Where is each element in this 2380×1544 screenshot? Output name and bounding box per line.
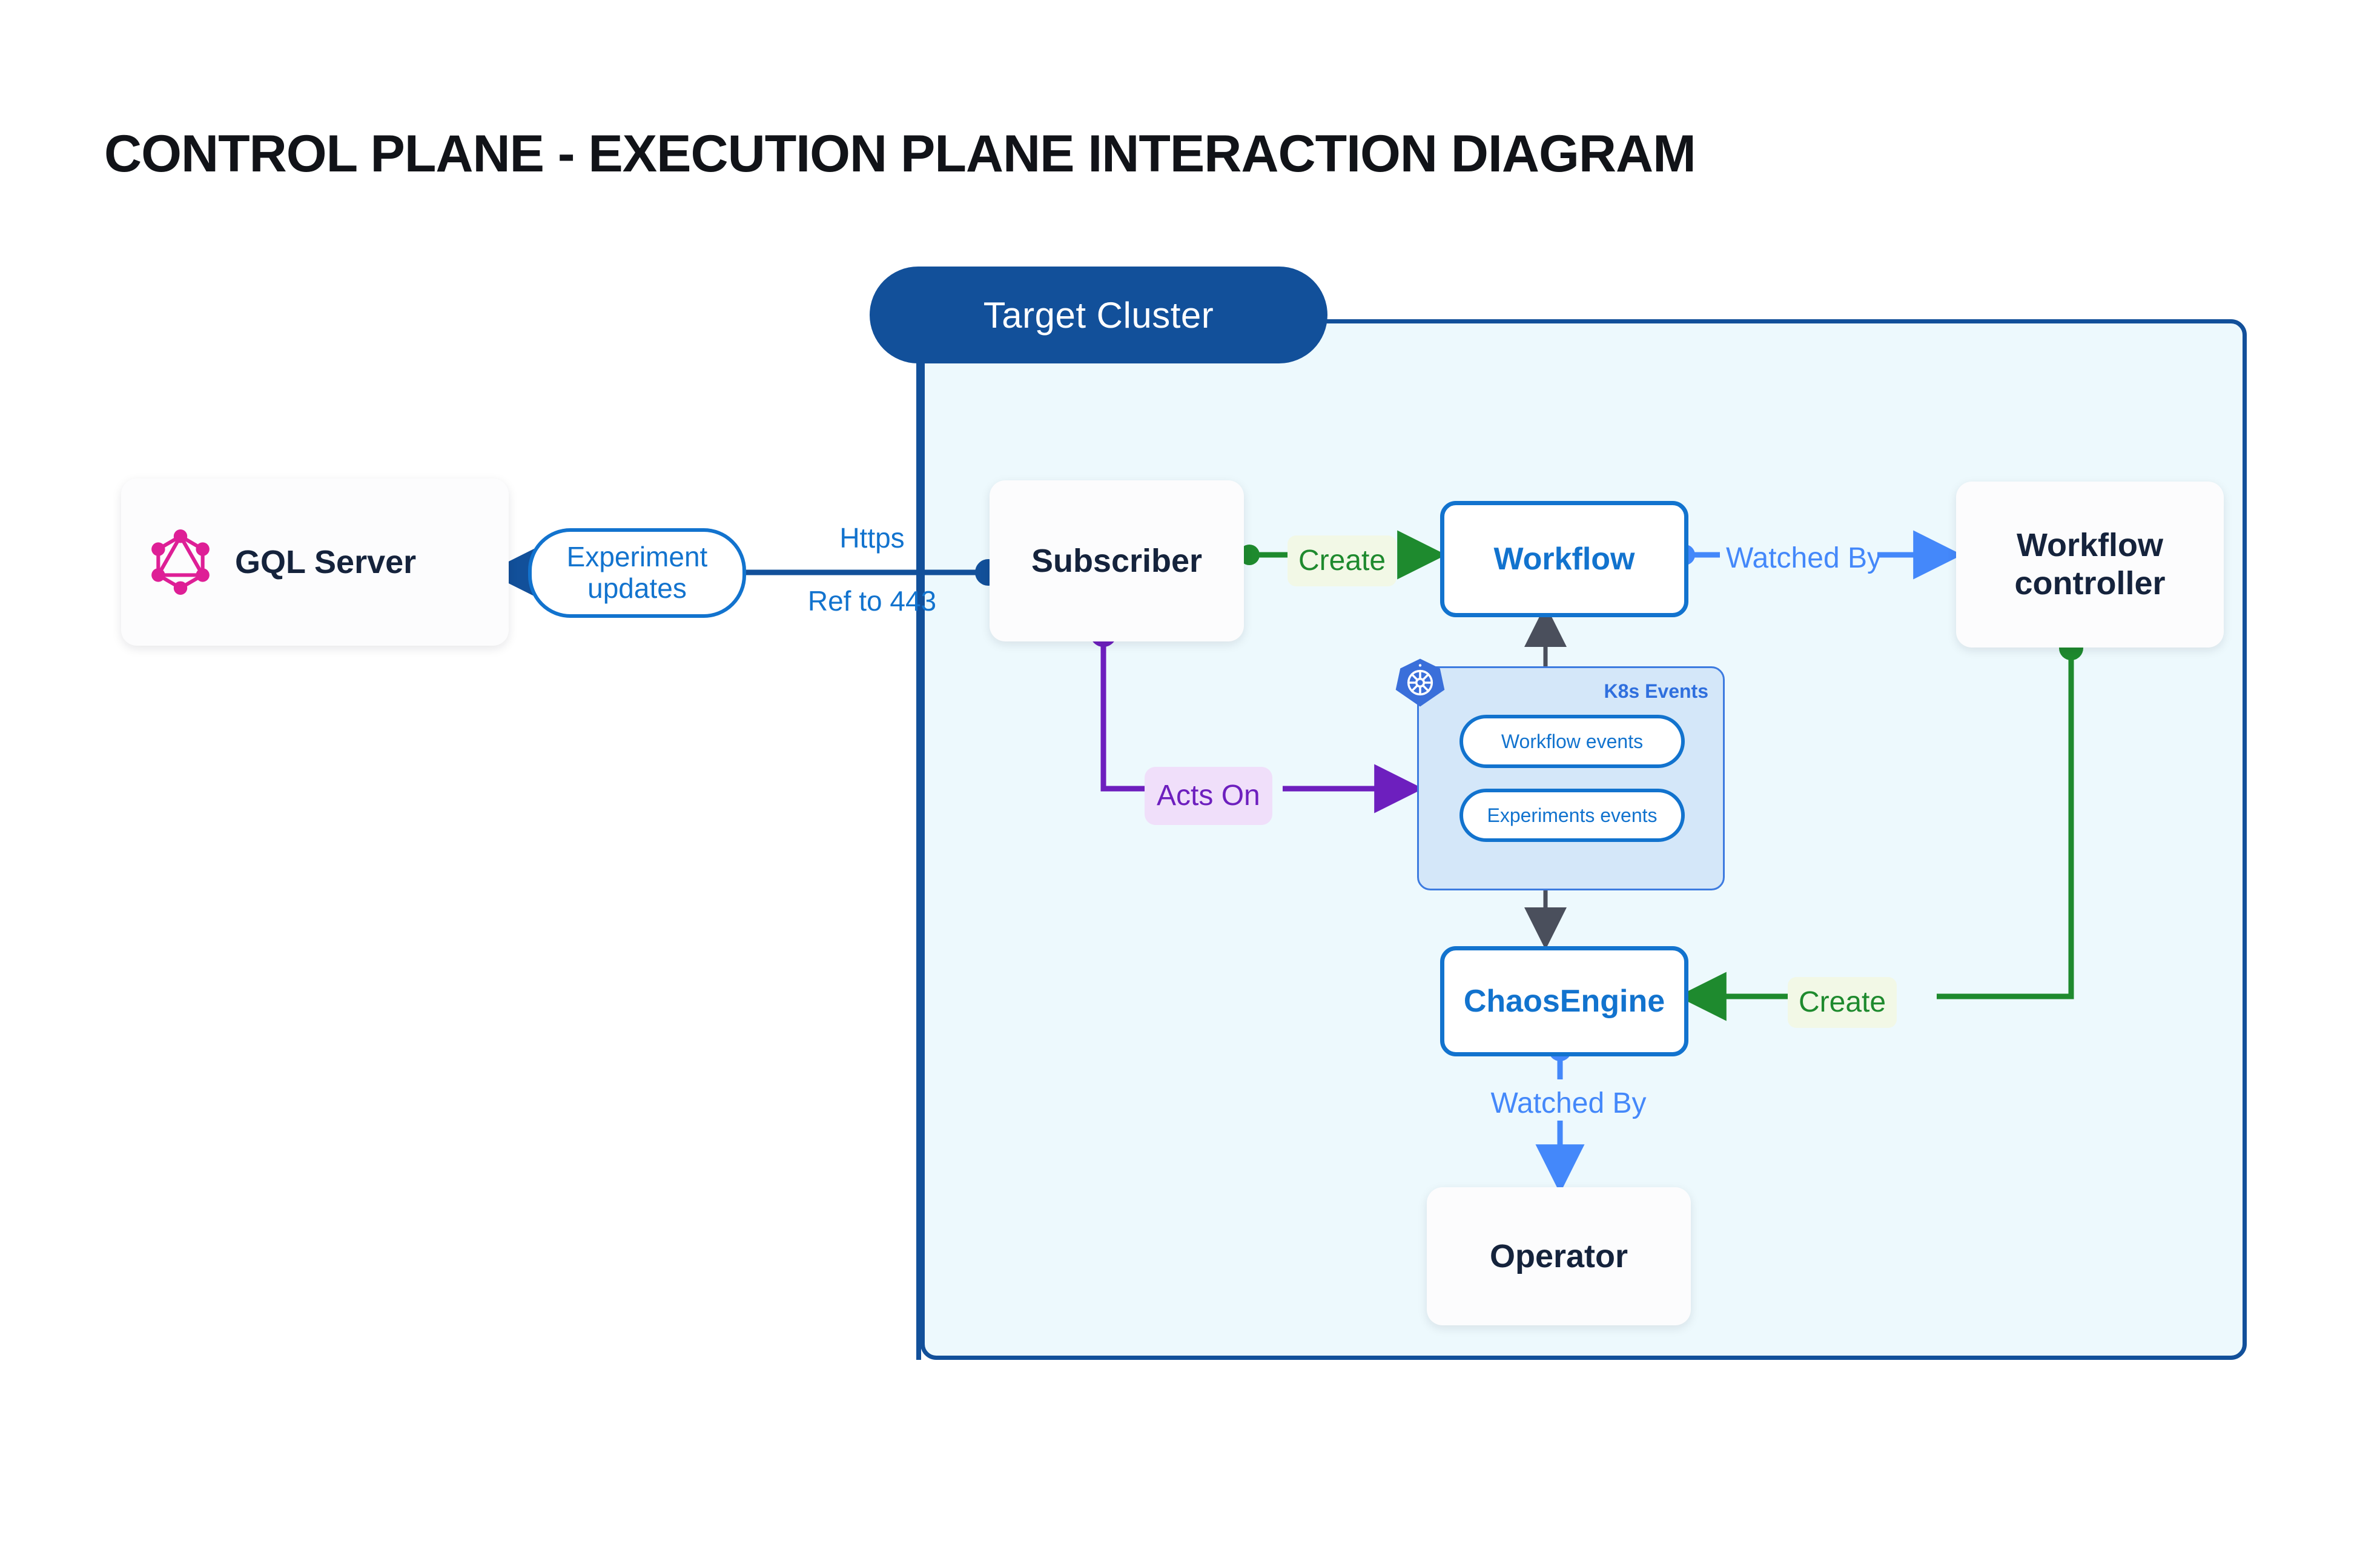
page-title: CONTROL PLANE - EXECUTION PLANE INTERACT… [104,125,1696,183]
node-workflow-controller[interactable]: Workflow controller [1956,482,2224,648]
label-acts-on: Acts On [1145,767,1272,825]
node-workflow-controller-label-line1: Workflow [2017,527,2163,564]
k8s-events-group-title: K8s Events [1604,680,1708,702]
label-experiment-updates: Experiment updates [528,528,746,618]
pill-workflow-events-label: Workflow events [1501,730,1644,752]
node-chaos-engine-label: ChaosEngine [1463,983,1665,1019]
k8s-events-group: K8s Events [1417,666,1725,890]
graphql-icon [151,529,210,595]
node-subscriber[interactable]: Subscriber [990,480,1244,641]
target-cluster-stem [916,357,921,1360]
node-workflow-label: Workflow [1493,541,1635,577]
label-ref-to-443: Ref to 443 [807,585,937,617]
node-workflow-controller-label-line2: controller [2014,565,2166,601]
pill-experiments-events[interactable]: Experiments events [1459,789,1685,842]
node-operator-label: Operator [1489,1238,1628,1274]
label-experiment-updates-line2: updates [587,572,687,604]
node-operator[interactable]: Operator [1427,1187,1691,1325]
node-workflow[interactable]: Workflow [1440,501,1688,617]
target-cluster-badge-label: Target Cluster [983,294,1214,336]
label-create-workflow: Create [1288,535,1397,586]
pill-experiments-events-label: Experiments events [1487,804,1658,826]
node-subscriber-label: Subscriber [1031,542,1203,579]
node-chaos-engine[interactable]: ChaosEngine [1440,946,1688,1056]
node-gql-server-label: GQL Server [235,543,417,580]
pill-workflow-events[interactable]: Workflow events [1459,715,1685,768]
label-create-chaosengine: Create [1788,977,1897,1028]
label-watched-by-operator: Watched By [1490,1087,1647,1119]
label-watched-by-controller: Watched By [1726,542,1882,574]
target-cluster-badge[interactable]: Target Cluster [870,267,1327,363]
label-experiment-updates-line1: Experiment [566,541,708,573]
label-https: Https [839,522,905,554]
kubernetes-icon [1395,658,1445,707]
node-gql-server[interactable]: GQL Server [121,479,509,646]
